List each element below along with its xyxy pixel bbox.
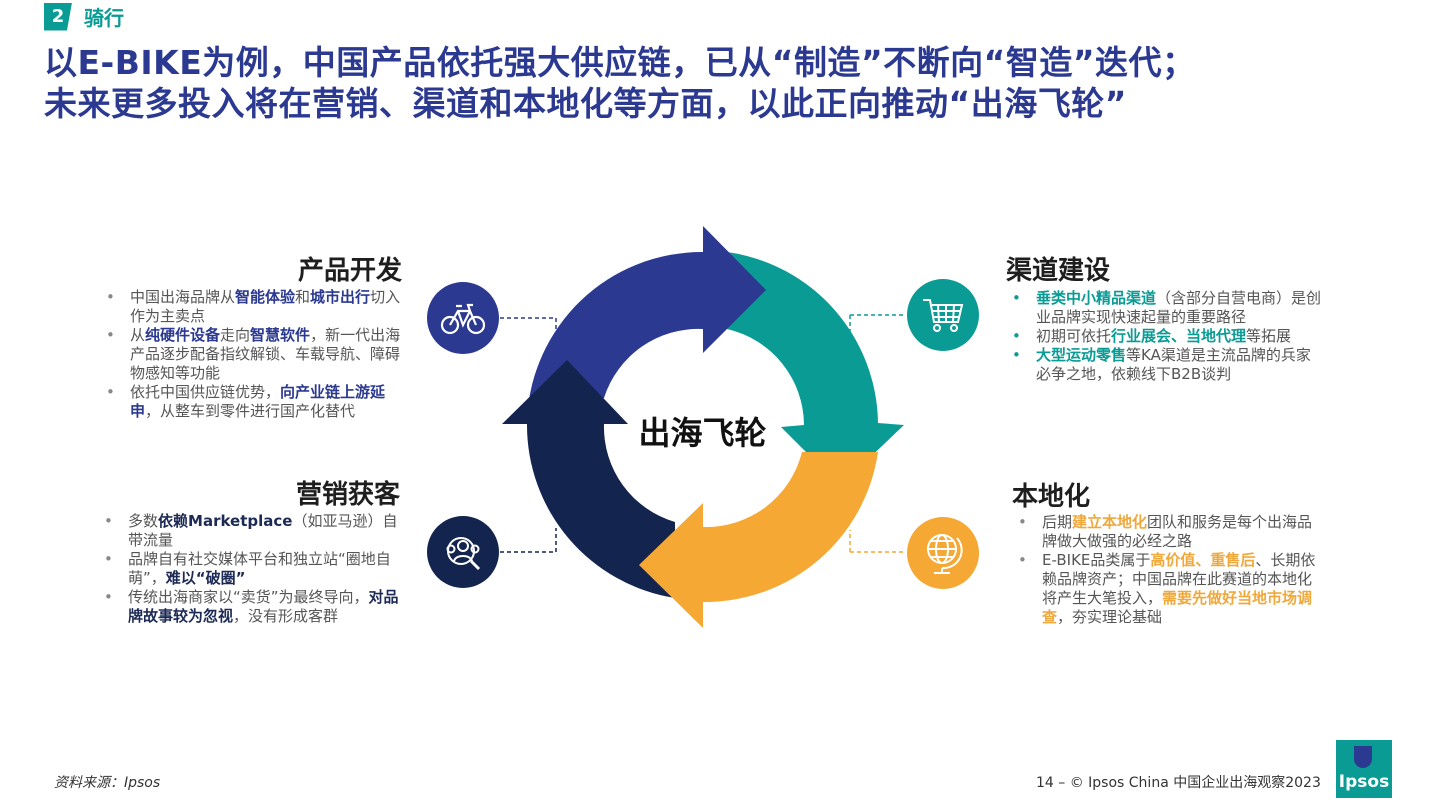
local-bullet-2: E-BIKE品类属于高价值、重售后、长期依赖品牌资产；中国品牌在此赛道的本地化将… <box>1016 551 1322 627</box>
marketing-list: 多数依赖Marketplace（如亚马逊）自带流量 品牌自有社交媒体平台和独立站… <box>102 512 408 626</box>
product-bullet-3: 依托中国供应链优势，向产业链上游延申，从整车到零件进行国产化替代 <box>104 383 410 421</box>
source-note: 资料来源：Ipsos <box>54 775 161 791</box>
page-title: 以E-BIKE为例，中国产品依托强大供应链，已从“制造”不断向“智造”迭代； 未… <box>44 42 1414 124</box>
channel-bullet-3: 大型运动零售等KA渠道是主流品牌的兵家必争之地，依赖线下B2B谈判 <box>1010 346 1322 384</box>
local-heading: 本地化 <box>1012 482 1091 512</box>
product-list: 中国出海品牌从智能体验和城市出行切入作为主卖点 从纯硬件设备走向智慧软件，新一代… <box>104 288 410 421</box>
marketing-bullet-1: 多数依赖Marketplace（如亚马逊）自带流量 <box>102 512 408 550</box>
local-bullet-1: 后期建立本地化团队和服务是每个出海品牌做大做强的必经之路 <box>1016 513 1322 551</box>
audience-search-icon <box>427 516 499 588</box>
section-label: 骑行 <box>84 6 124 30</box>
globe-icon <box>907 517 979 589</box>
logo-text: Ipsos <box>1338 772 1390 792</box>
product-heading: 产品开发 <box>298 256 403 286</box>
flywheel-segment-marketing <box>502 360 675 598</box>
marketing-bullet-3: 传统出海商家以“卖货”为最终导向，对品牌故事较为忽视，没有形成客群 <box>102 588 408 626</box>
title-line-2: 未来更多投入将在营销、渠道和本地化等方面，以此正向推动“出海飞轮” <box>44 84 1127 123</box>
page-footer: 14 – © Ipsos China 中国企业出海观察2023 <box>1036 775 1321 791</box>
local-list: 后期建立本地化团队和服务是每个出海品牌做大做强的必经之路 E-BIKE品类属于高… <box>1016 513 1322 627</box>
ipsos-logo: Ipsos <box>1336 740 1392 798</box>
section-number: 2 <box>44 2 72 31</box>
marketing-bullet-2: 品牌自有社交媒体平台和独立站“圈地自萌”，难以“破圈” <box>102 550 408 588</box>
flywheel-segment-localization <box>639 452 878 628</box>
flywheel-segment-product <box>527 226 766 420</box>
marketing-heading: 营销获客 <box>296 480 401 510</box>
bicycle-icon <box>427 282 499 354</box>
channel-bullet-1: 垂类中小精品渠道（含部分自营电商）是创业品牌实现快速起量的重要路径 <box>1010 289 1322 327</box>
section-tag: 2 骑行 <box>44 2 124 31</box>
product-bullet-1: 中国出海品牌从智能体验和城市出行切入作为主卖点 <box>104 288 410 326</box>
channel-list: 垂类中小精品渠道（含部分自营电商）是创业品牌实现快速起量的重要路径 初期可依托行… <box>1010 289 1322 384</box>
flywheel-center-label: 出海飞轮 <box>638 414 767 452</box>
shopping-cart-icon <box>907 279 979 351</box>
logo-mark <box>1354 746 1372 768</box>
product-bullet-2: 从纯硬件设备走向智慧软件，新一代出海产品逐步配备指纹解锁、车载导航、障碍物感知等… <box>104 326 410 383</box>
channel-bullet-2: 初期可依托行业展会、当地代理等拓展 <box>1010 327 1322 346</box>
title-line-1: 以E-BIKE为例，中国产品依托强大供应链，已从“制造”不断向“智造”迭代； <box>44 43 1196 82</box>
channel-heading: 渠道建设 <box>1006 256 1111 286</box>
flywheel-segment-channel <box>727 252 904 486</box>
